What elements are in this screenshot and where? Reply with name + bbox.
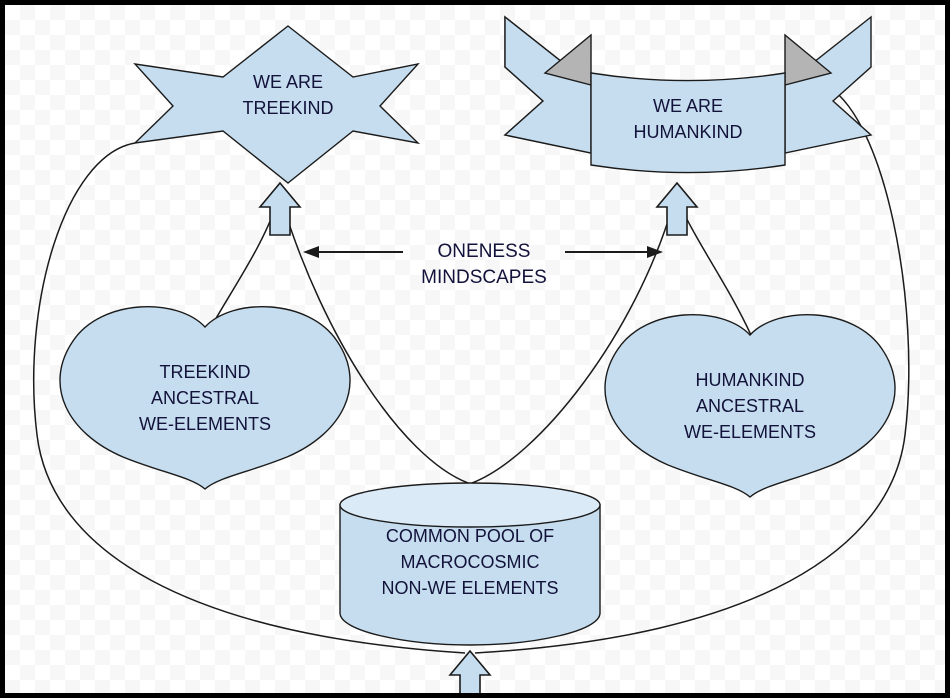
humankind-banner-right-wing [784, 15, 873, 154]
common-pool-label-line3: NON-WE ELEMENTS [381, 578, 558, 598]
common-pool-label-line2: MACROCOSMIC [401, 552, 540, 572]
humankind-banner-left-wing-body [503, 15, 592, 154]
oneness-mindscapes-line1: ONENESS [438, 241, 531, 262]
common-pool-cylinder-body [339, 504, 601, 646]
connector-banner-to-pool-outer-right [474, 84, 910, 654]
oneness-right-arrow-head [647, 246, 663, 258]
humankind-heart-label-line1: HUMANKIND [695, 370, 804, 390]
connector-pool-to-banner [471, 204, 674, 484]
connector-pool-to-star [282, 204, 469, 484]
treekind-star-label-line1: WE ARE [253, 72, 323, 92]
humankind-heart-shape [604, 313, 896, 498]
oneness-mindscapes-line2: MINDSCAPES [421, 267, 547, 288]
treekind-heart-label-line1: TREEKIND [159, 362, 250, 382]
oneness-left-arrow-head [303, 246, 319, 258]
humankind-banner-label-line1: WE ARE [653, 96, 723, 116]
common-pool-label-line1: COMMON POOL OF [386, 526, 554, 546]
treekind-star-label-line2: TREEKIND [242, 98, 333, 118]
humankind-heart-label-line3: WE-ELEMENTS [684, 422, 816, 442]
diagram-canvas: WE ARE TREEKIND WE ARE HUMANKIND ONENESS… [33, 15, 910, 693]
connector-star-to-pool-outer-left [33, 142, 466, 654]
treekind-heart-shape [59, 305, 351, 490]
common-pool-cylinder-top [339, 482, 601, 528]
humankind-banner-left-fold [543, 33, 592, 86]
humankind-banner-label-line2: HUMANKIND [633, 122, 742, 142]
treekind-star-shape [132, 25, 421, 184]
arrow-into-treekind-star-icon [258, 181, 302, 236]
humankind-heart-label-line2: ANCESTRAL [696, 396, 804, 416]
humankind-banner-right-fold [784, 33, 833, 86]
arrow-into-common-pool-icon [448, 649, 492, 693]
humankind-banner-center-panel [590, 72, 786, 174]
treekind-heart-label-line3: WE-ELEMENTS [139, 414, 271, 434]
treekind-heart-label-line2: ANCESTRAL [151, 388, 259, 408]
arrow-into-humankind-banner-icon [655, 181, 699, 236]
